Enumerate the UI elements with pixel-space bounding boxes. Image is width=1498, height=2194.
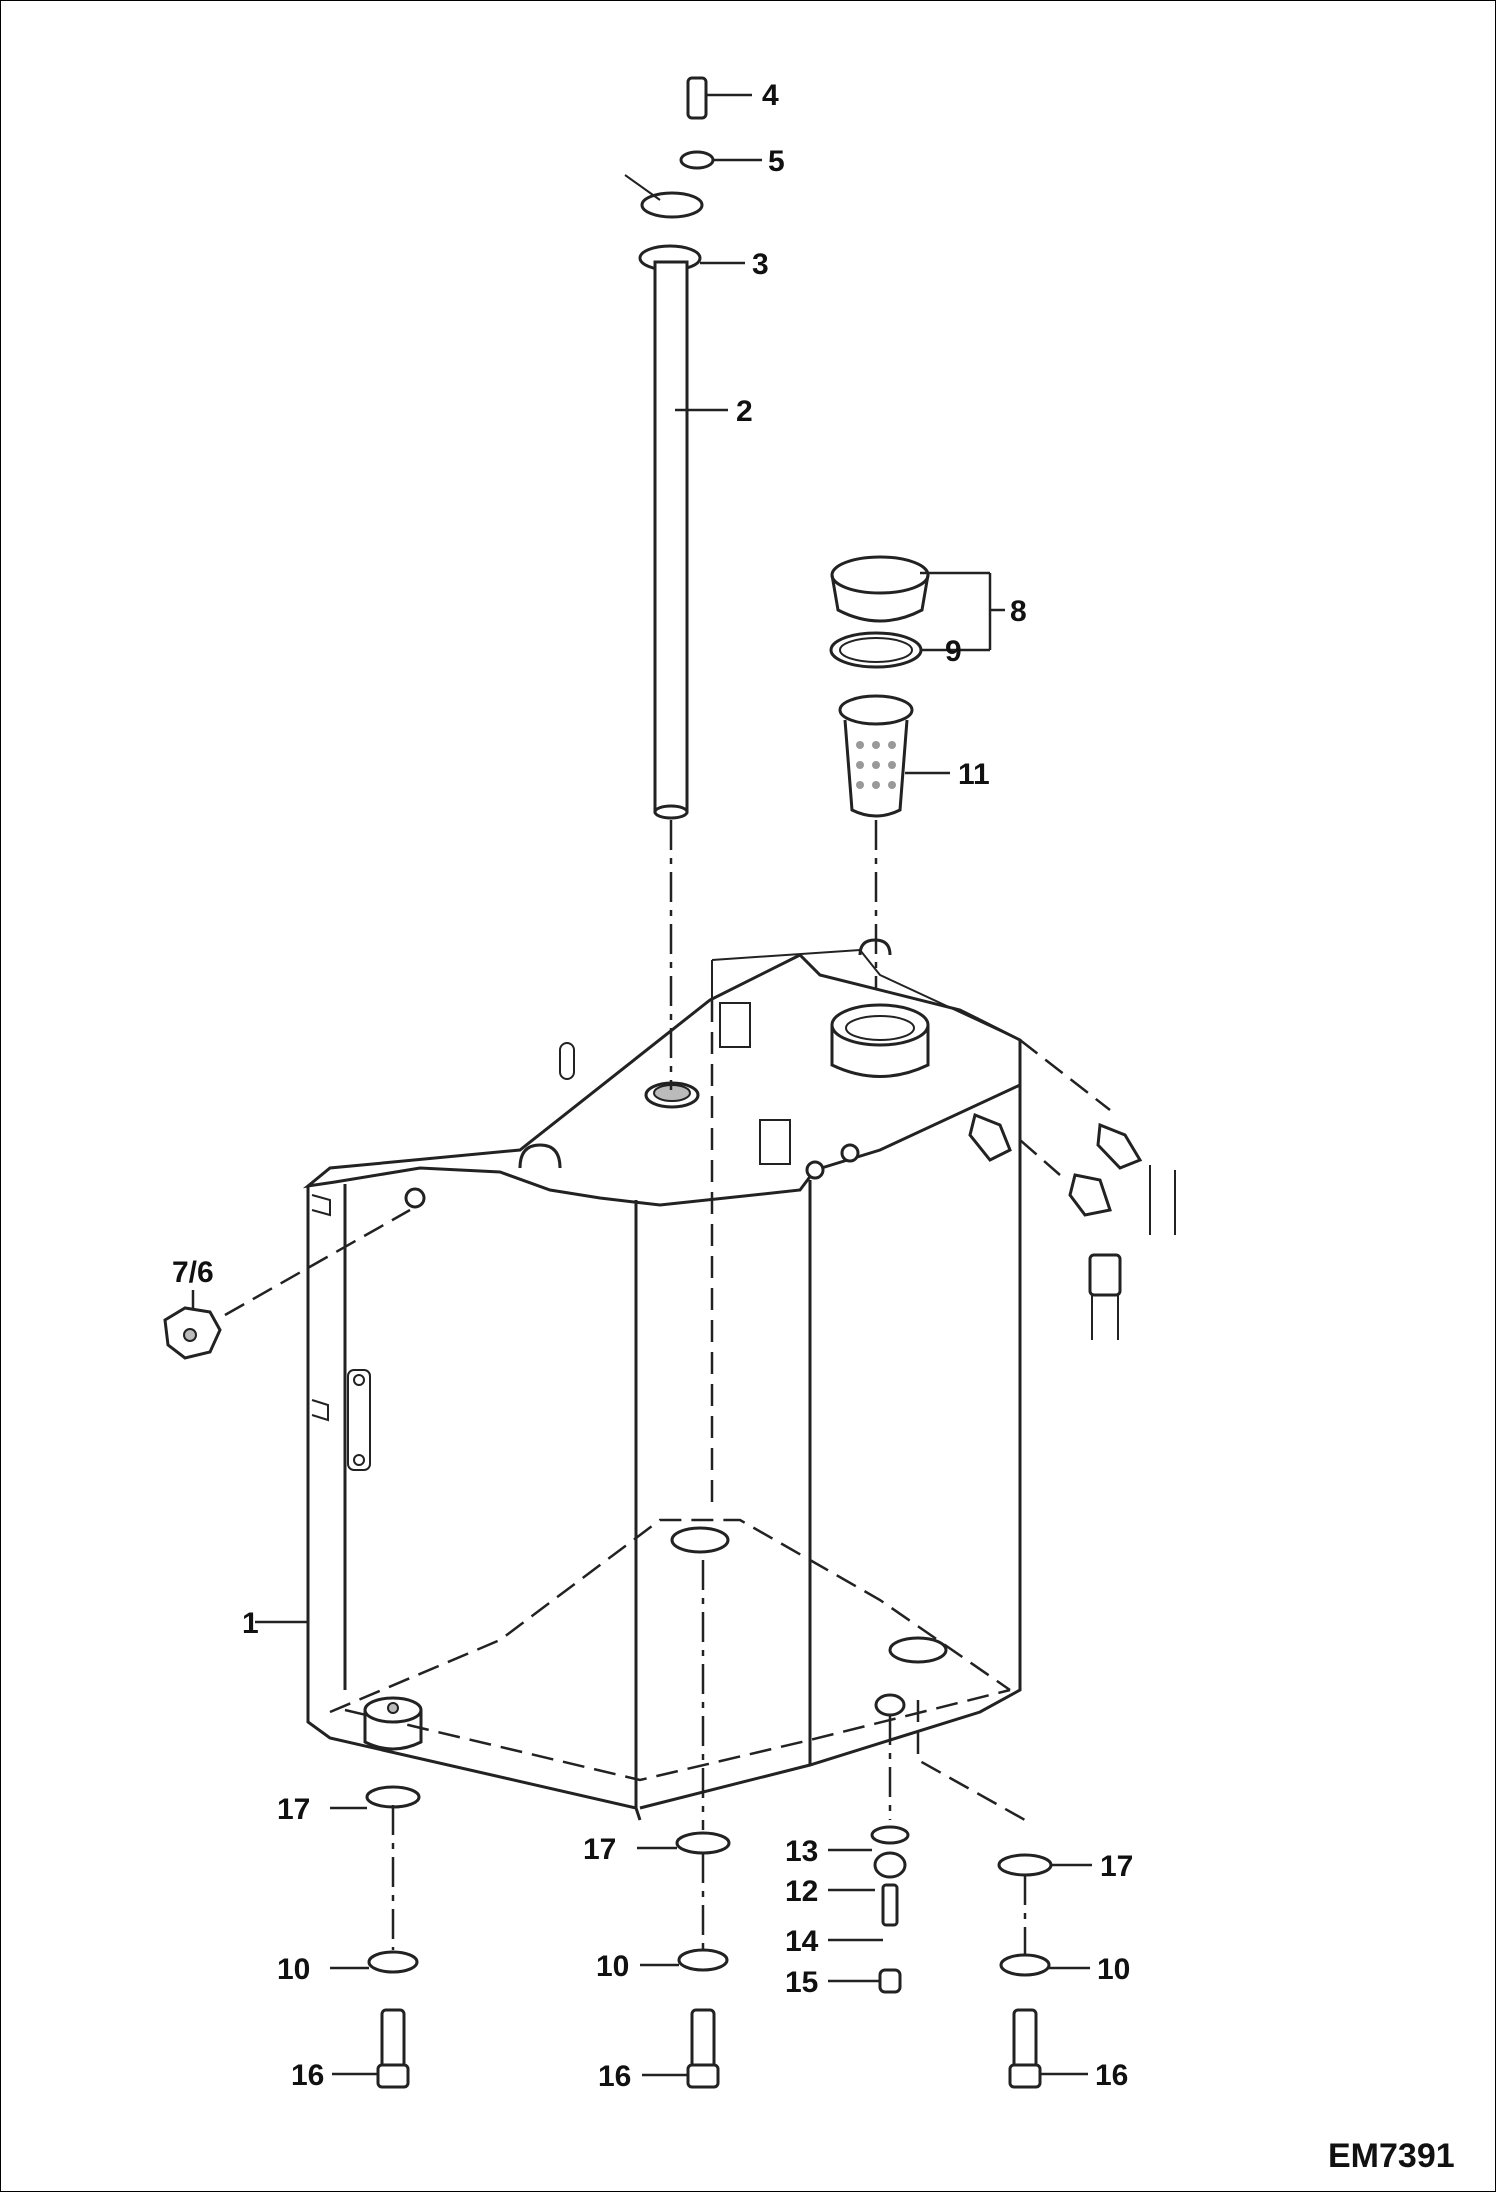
callout-12: 12 bbox=[785, 1875, 818, 1908]
callout-10-right: 10 bbox=[1097, 1953, 1130, 1986]
callout-17-right: 17 bbox=[1100, 1850, 1133, 1883]
hydraulic-tank bbox=[302, 938, 1022, 1821]
callout-7-6: 7/6 bbox=[172, 1256, 214, 1289]
callout-4: 4 bbox=[762, 79, 779, 112]
callout-3: 3 bbox=[752, 248, 769, 281]
callout-8: 8 bbox=[1010, 595, 1027, 628]
callout-5: 5 bbox=[768, 145, 785, 178]
filler-cap-assembly bbox=[829, 555, 930, 990]
hose-fittings bbox=[968, 1039, 1176, 1340]
level-sender-assembly bbox=[624, 76, 715, 1090]
mount-stack-right bbox=[916, 1700, 1053, 2089]
callout-16-center: 16 bbox=[598, 2060, 631, 2093]
mount-stack-left bbox=[365, 1785, 421, 2089]
callout-15: 15 bbox=[785, 1966, 818, 1999]
drain-stack bbox=[870, 1715, 910, 1994]
callout-11: 11 bbox=[958, 758, 990, 791]
callout-14: 14 bbox=[785, 1925, 819, 1958]
drawing-code: EM7391 bbox=[1328, 2137, 1455, 2175]
mount-stack-center bbox=[675, 1560, 731, 2089]
leader-lines bbox=[191, 93, 1092, 2077]
callout-17-center: 17 bbox=[583, 1833, 616, 1866]
callout-16-right: 16 bbox=[1095, 2059, 1128, 2092]
callout-9: 9 bbox=[945, 635, 962, 668]
callout-10-left: 10 bbox=[277, 1953, 310, 1986]
callout-16-left: 16 bbox=[291, 2059, 324, 2092]
callout-1: 1 bbox=[242, 1607, 259, 1640]
callout-17-left: 17 bbox=[277, 1793, 310, 1826]
plug-part-7-6 bbox=[163, 1208, 411, 1360]
callout-13: 13 bbox=[785, 1835, 818, 1868]
callout-10-center: 10 bbox=[596, 1950, 629, 1983]
callout-2: 2 bbox=[736, 395, 753, 428]
